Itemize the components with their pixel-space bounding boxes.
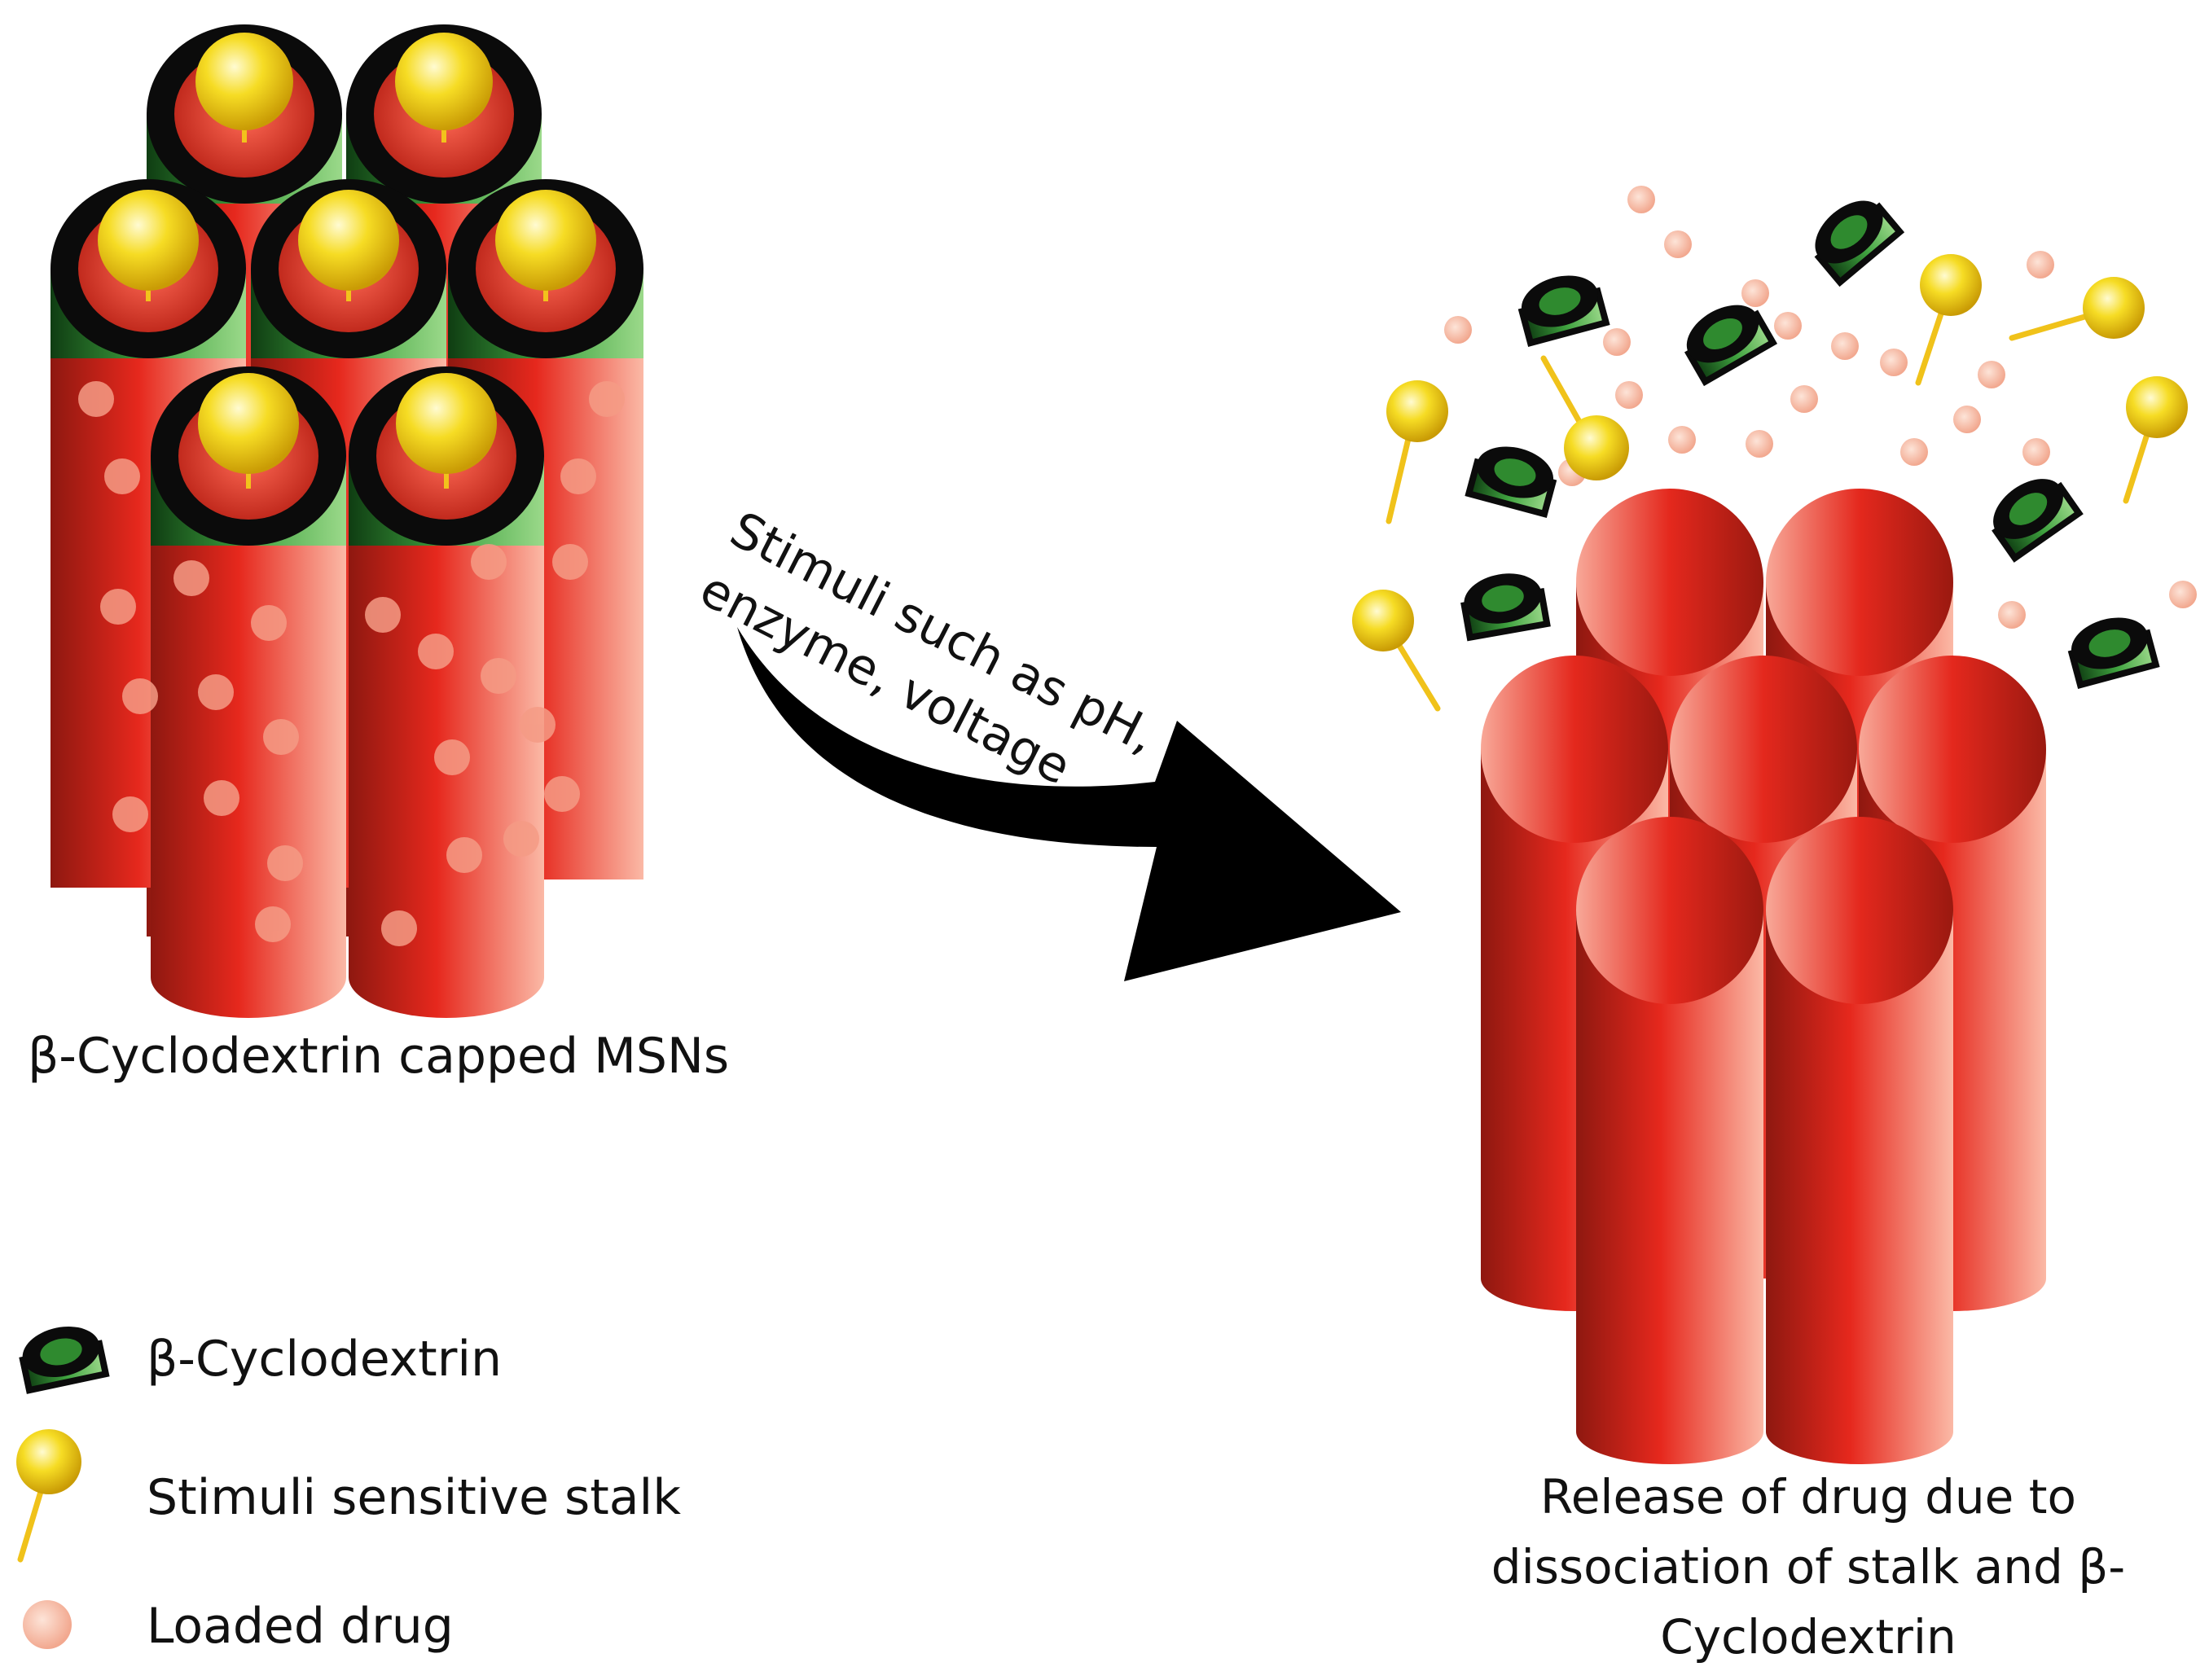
cyclodextrin-icon bbox=[19, 1327, 110, 1394]
stalk-heads bbox=[1352, 254, 2188, 651]
left-caption: β-Cyclodextrin capped MSNs bbox=[28, 1028, 730, 1085]
open-tube-front-right bbox=[1766, 817, 1953, 1464]
tube-front-right bbox=[349, 366, 544, 1018]
stalk-icon bbox=[16, 1429, 81, 1563]
open-msn-bundle bbox=[1481, 489, 2046, 1464]
capped-msn-bundle bbox=[51, 24, 643, 1018]
legend-cyclodextrin-label: β-Cyclodextrin bbox=[147, 1331, 503, 1388]
stimuli-arrow bbox=[737, 627, 1401, 981]
drug-icon bbox=[23, 1600, 72, 1649]
released-cyclodextrins bbox=[1460, 200, 2160, 689]
tube-front-left bbox=[151, 366, 346, 1018]
released-drug-dots bbox=[1444, 186, 2197, 629]
right-caption: Release of drug due to dissociation of s… bbox=[1491, 1469, 2126, 1665]
tube-mid-right bbox=[448, 179, 643, 879]
legend-drug-label: Loaded drug bbox=[147, 1598, 454, 1655]
open-tube-front-left bbox=[1576, 817, 1763, 1464]
loaded-drug-dots bbox=[78, 381, 625, 946]
legend-stalk-label: Stimuli sensitive stalk bbox=[147, 1469, 681, 1526]
